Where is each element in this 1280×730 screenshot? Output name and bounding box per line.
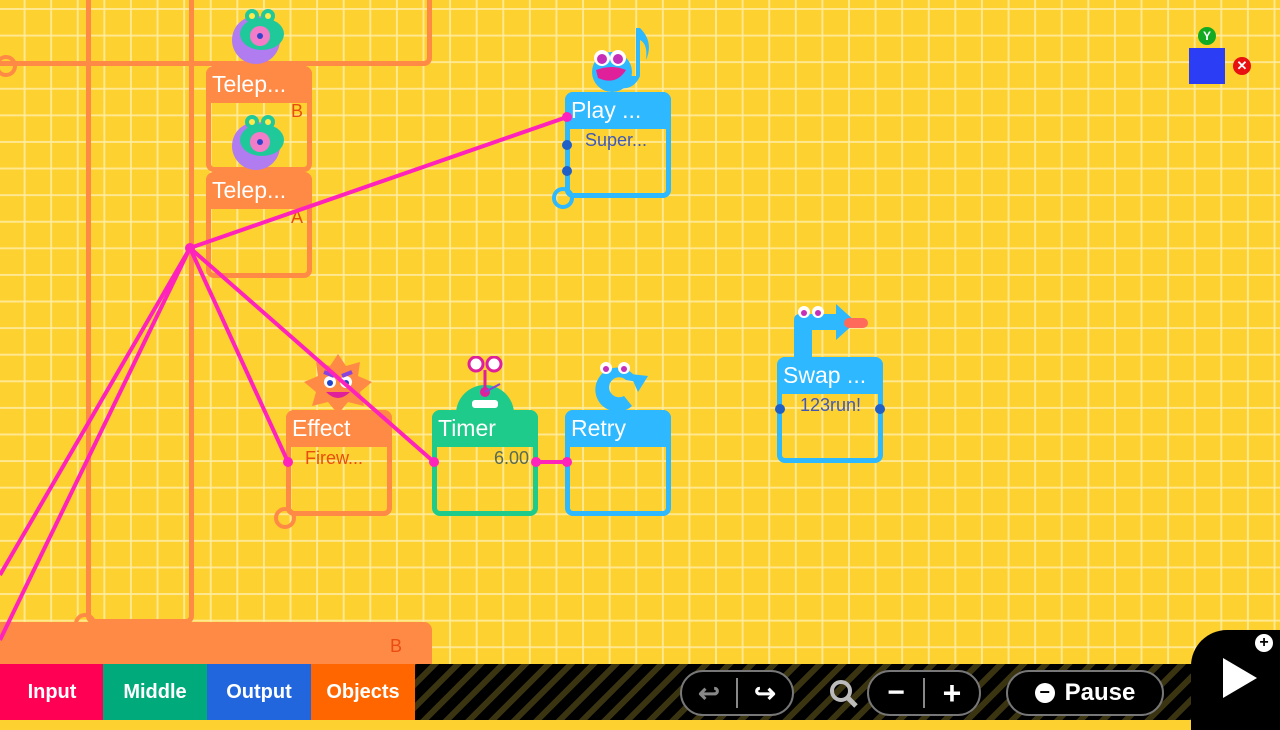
teleport-monster-icon [232, 115, 284, 170]
y-axis-marker: Y [1198, 27, 1216, 45]
retry-node[interactable]: Retry [565, 410, 671, 516]
undo-redo-control: ↩ ↪ [680, 670, 794, 716]
pause-label: Pause [1064, 679, 1136, 706]
magnifier-icon [830, 680, 858, 708]
teleport-node-a[interactable]: Telep... A [206, 172, 312, 278]
play-sfx-node[interactable]: Play ... Super... [565, 92, 671, 198]
teleport-monster-icon [232, 9, 284, 64]
divider [736, 678, 738, 708]
teleport-label: A [290, 207, 303, 227]
play-icon [1223, 658, 1257, 698]
plus-button-icon: + [1255, 634, 1273, 652]
bottom-node-label: B [389, 636, 402, 656]
node-frame-top [0, 0, 432, 66]
effect-node[interactable]: Effect Firew... [286, 410, 392, 516]
axis-indicator [1189, 48, 1225, 84]
effect-value: Firew... [305, 448, 364, 468]
node-title: Retry [565, 410, 671, 447]
node-title: Telep... [206, 66, 312, 103]
play-button[interactable]: + [1191, 630, 1280, 730]
wire-frame-vertical [86, 0, 194, 624]
node-title: Telep... [206, 172, 312, 209]
tab-middle[interactable]: Middle [103, 664, 207, 720]
node-title: Play ... [565, 92, 671, 129]
teleport-label: B [290, 101, 303, 121]
node-title: Effect [286, 410, 392, 447]
music-note-frog-icon [592, 28, 649, 92]
bottom-toolbar: Input Middle Output Objects ↩ ↪ − + − Pa… [0, 664, 1280, 720]
zoom-out-button[interactable]: − [887, 676, 905, 709]
swap-arrow-icon [794, 304, 868, 360]
divider [923, 678, 925, 708]
zoom-control: − + [867, 670, 981, 716]
sound-value: Super... [585, 130, 648, 150]
undo-button[interactable]: ↩ [698, 677, 720, 708]
tab-input[interactable]: Input [0, 664, 104, 720]
minus-button-icon: − [1034, 683, 1055, 703]
swap-value: 123run! [800, 395, 862, 415]
tab-objects[interactable]: Objects [311, 664, 415, 720]
retry-arrow-icon [595, 362, 648, 412]
firework-monster-icon [304, 354, 372, 414]
stopwatch-icon [456, 356, 514, 414]
timer-node[interactable]: Timer 6.00 [432, 410, 538, 516]
swap-node[interactable]: Swap ... 123run! [777, 357, 883, 463]
node-title: Swap ... [777, 357, 883, 394]
pause-button[interactable]: − Pause [1006, 670, 1164, 716]
node-title: Timer [432, 410, 538, 447]
tab-output[interactable]: Output [207, 664, 311, 720]
timer-value: 6.00 [493, 448, 529, 468]
redo-button[interactable]: ↪ [754, 677, 776, 708]
x-axis-marker: ✕ [1233, 57, 1251, 75]
zoom-in-button[interactable]: + [942, 674, 962, 711]
